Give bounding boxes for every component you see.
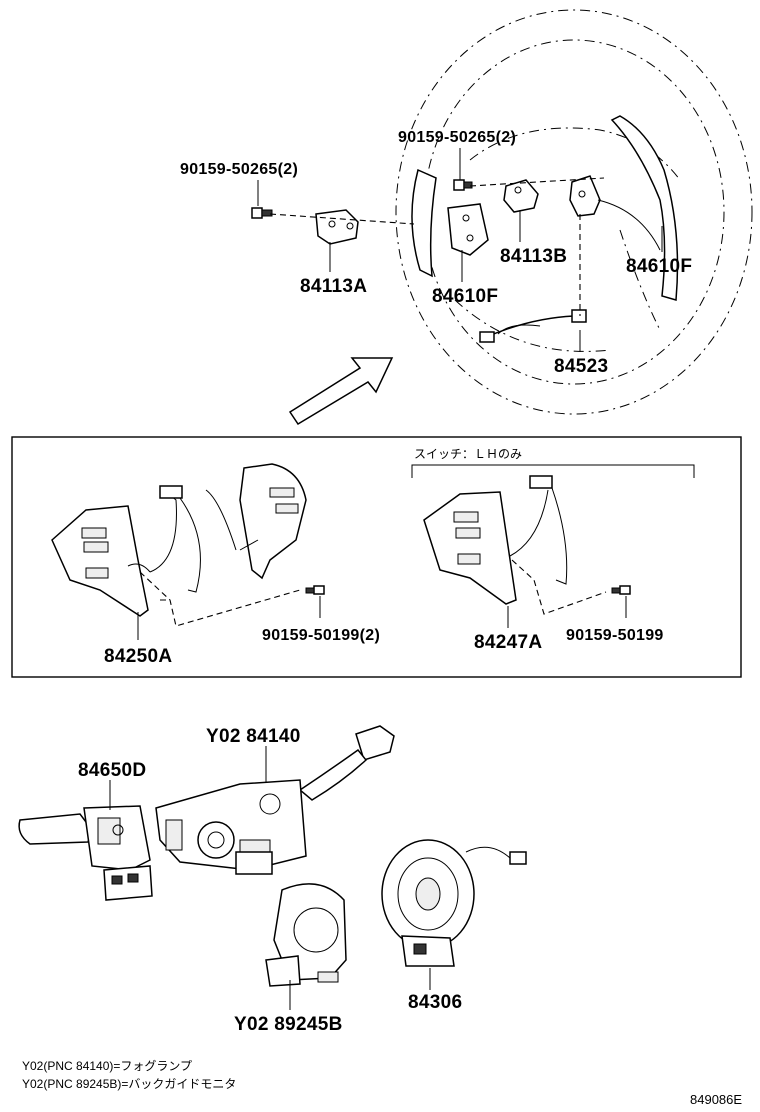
lh-only-bracket <box>411 464 695 478</box>
footnote-84140: Y02(PNC 84140)=フォグランプ <box>22 1059 192 1073</box>
footnote-89245b: Y02(PNC 89245B)=バックガイドモニタ <box>22 1077 236 1091</box>
label-switch-84250a: 84250A <box>104 646 172 667</box>
bolt-84250a-icon <box>305 585 325 595</box>
assembly-lines-84247a <box>511 559 607 615</box>
label-bracket-84113a: 84113A <box>300 276 367 297</box>
label-wiper-switch-84650d: 84650D <box>78 760 146 781</box>
assembly-lines-upper <box>269 177 605 316</box>
steering-switch-84247a <box>423 475 568 605</box>
view-arrow-icon <box>288 357 394 426</box>
headlamp-switch-84140 <box>155 725 395 875</box>
spiral-cable-84306 <box>381 839 527 967</box>
label-switch-84250a-bolt: 90159-50199(2) <box>262 627 380 644</box>
label-bracket-84113b: 84113B <box>500 246 567 267</box>
wire-harness-84523 <box>479 199 661 343</box>
label-switch-84247a-bolt: 90159-50199 <box>566 627 664 644</box>
bolt-84247a-icon <box>611 585 631 595</box>
label-paddle-left: 84610F <box>432 286 498 307</box>
steering-switch-84250a <box>51 463 307 617</box>
switch-panel-box <box>11 436 742 678</box>
cover-89245b <box>265 883 347 987</box>
label-switch-84247a: 84247A <box>474 632 542 653</box>
label-headlamp-switch-84140: Y02 84140 <box>206 726 301 747</box>
label-harness-84523: 84523 <box>554 356 608 377</box>
bracket-84113a <box>315 209 359 245</box>
label-bolt-upper-right: 90159-50265(2) <box>398 129 516 146</box>
note-lh-only: スイッチ：ＬＨのみ <box>414 447 522 461</box>
label-bolt-upper-left: 90159-50265(2) <box>180 161 298 178</box>
figure-code: 849086E <box>690 1092 742 1107</box>
label-paddle-right: 84610F <box>626 256 692 277</box>
bolt-left-icon <box>251 207 273 219</box>
wiper-switch-84650d <box>18 805 153 901</box>
label-spiral-cable-84306: 84306 <box>408 992 462 1013</box>
assembly-lines-84250a <box>139 571 301 627</box>
paddle-shifter-left <box>411 168 489 278</box>
bolt-right-icon <box>453 179 473 191</box>
bracket-84113b <box>503 179 539 213</box>
leader-lines-upper <box>257 148 663 352</box>
paddle-shifter-right <box>569 115 679 301</box>
label-cover-89245b: Y02 89245B <box>234 1014 343 1035</box>
